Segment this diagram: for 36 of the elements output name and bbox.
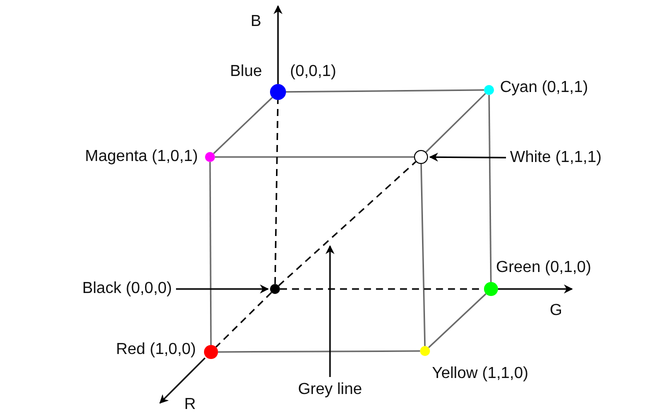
color-dot (484, 85, 494, 95)
color-dot (270, 84, 286, 100)
color-dot (420, 346, 430, 356)
axis-label: G (550, 302, 562, 320)
axis-label: R (184, 396, 196, 414)
leader-arrow (326, 245, 334, 377)
cube-edge (215, 156, 414, 158)
cube-edge (213, 96, 273, 154)
color-dot (205, 152, 215, 162)
dashed-edge (274, 100, 279, 284)
axis-label: B (250, 13, 262, 31)
vertex-label: Cyan (0,1,1) (500, 79, 588, 97)
color-dot (270, 284, 280, 294)
vertex-label: Red (1,0,0) (116, 341, 196, 359)
leader-arrow (176, 284, 269, 294)
cube-edge (286, 89, 484, 93)
color-dot (484, 282, 498, 296)
callout-label: White (1,1,1) (510, 149, 602, 167)
vertex-label: (0,0,1) (290, 63, 336, 81)
cube-edge (428, 293, 486, 348)
dashed-edge (278, 161, 416, 286)
cube-edge (488, 95, 492, 282)
cube-edge (209, 162, 212, 345)
vertex-label: Blue (230, 63, 262, 81)
vertex-label: Green (0,1,0) (496, 259, 592, 277)
open-dot (414, 150, 428, 164)
vertex-label: Yellow (1,1,0) (432, 365, 528, 383)
cube-edge (425, 92, 486, 153)
callout-label: Black (0,0,0) (82, 280, 172, 298)
cube-edge (218, 350, 420, 353)
color-dot (204, 345, 218, 359)
vertex-label: Magenta (1,0,1) (85, 148, 198, 166)
leader-arrow (429, 152, 506, 162)
dashed-edge (215, 292, 272, 348)
callout-label: Grey line (298, 381, 362, 399)
cube-edge (420, 164, 426, 346)
